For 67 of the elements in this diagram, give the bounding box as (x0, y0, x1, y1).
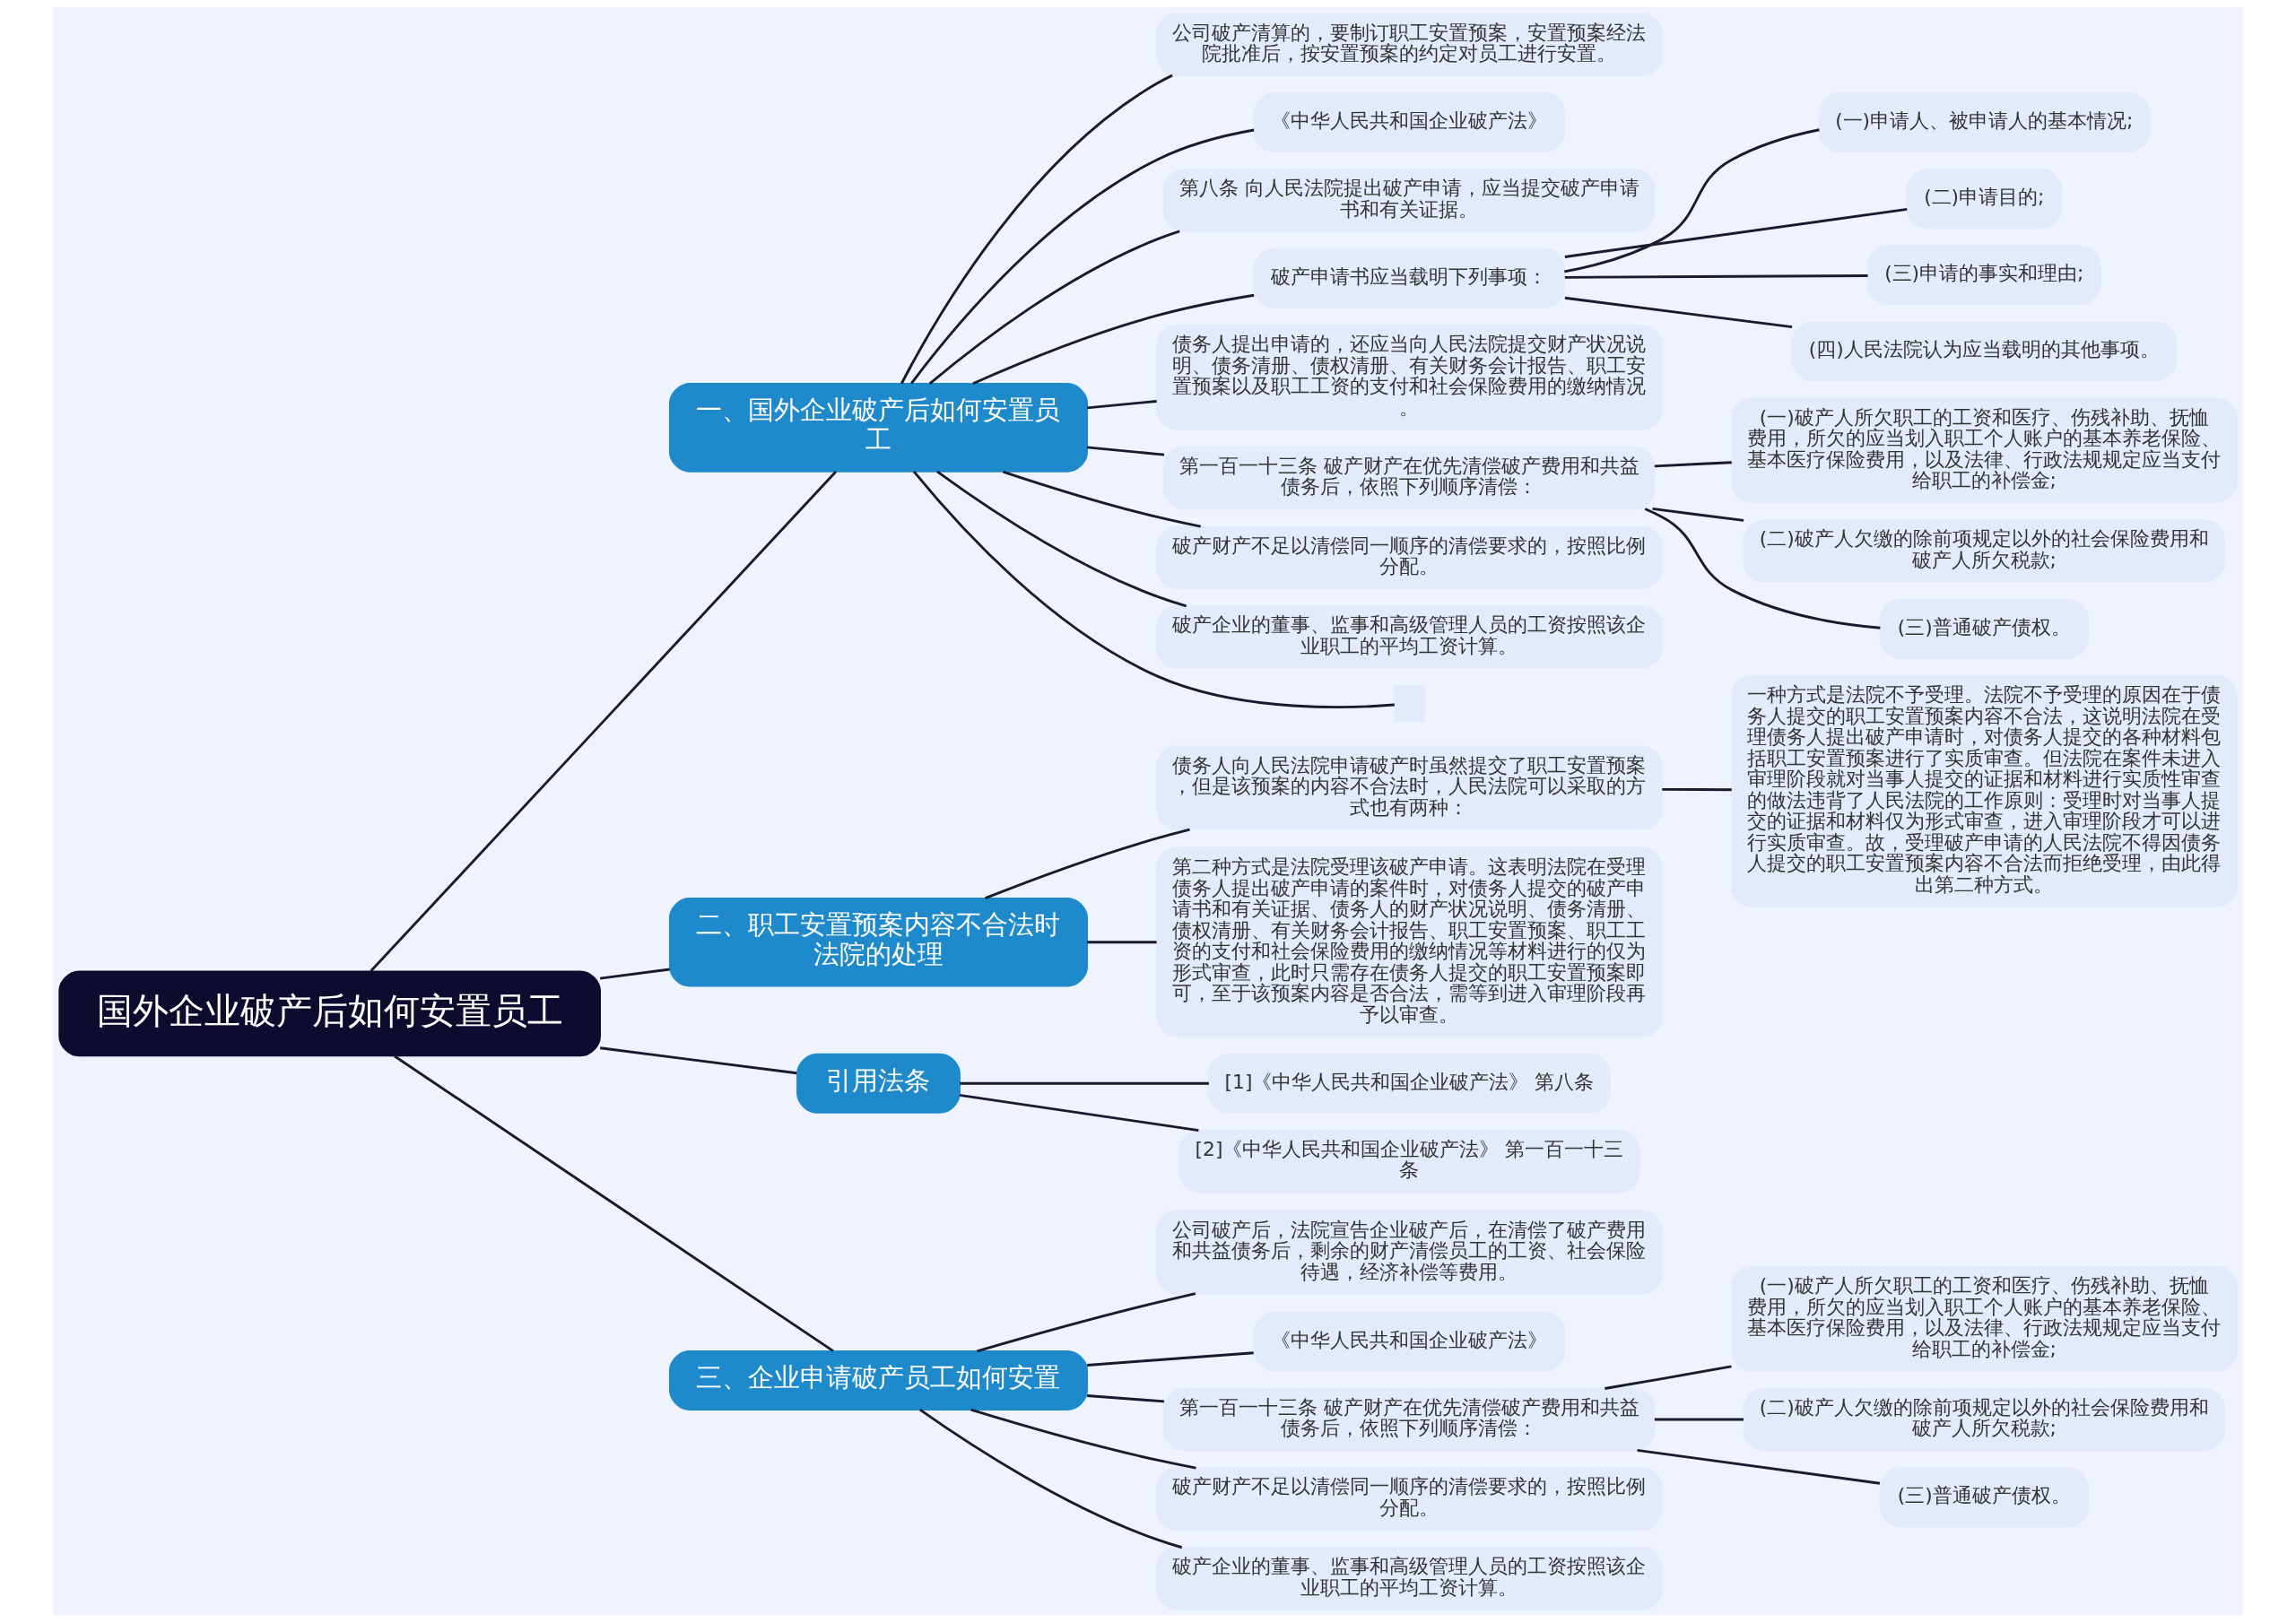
node-box: (二)申请目的; (1906, 169, 2063, 230)
connector (910, 128, 1255, 385)
node-box: 三、企业申请破产员工如何安置 (669, 1350, 1089, 1410)
connector (900, 74, 1173, 385)
connector (370, 471, 838, 972)
node-box: 第一百一十三条 破产财产在优先清偿破产费用和共益债务后，依照下列顺序清偿： (1163, 446, 1656, 510)
node-box: 二、职工安置预案内容不合法时法院的处理 (669, 897, 1089, 987)
connector (960, 1081, 1209, 1085)
node-box: (三)普通破产债权。 (1879, 1467, 2090, 1528)
connector (599, 1046, 797, 1075)
node-box: 第二种方式是法院受理该破产申请。这表明法院在受理债务人提出破产申请的案件时，对债务人提交的破产申请书和有关证据、债务人的财产状况说明、债务清册、债权清册、有关财务会计报告、职工安置预案、职工工资的支付和社会保险费用的缴纳情况等材料进行的仅为形式审查，此时只需存在债务人提交的职工安置预案即可，至于该预案内容是否合法，需等到进入审理阶段再予以审查。 (1156, 846, 1663, 1037)
connector (1564, 274, 1868, 279)
connector (1654, 1418, 1744, 1421)
node-box: (一)申请人、被申请人的基本情况; (1818, 92, 2150, 153)
connector (1002, 470, 1201, 528)
connector (912, 471, 1395, 708)
connector (985, 828, 1190, 899)
connector (1564, 128, 1820, 273)
node-box: (二)破产人欠缴的除前项规定以外的社会保险费用和破产人所欠税款; (1743, 519, 2226, 583)
connector (1087, 446, 1165, 456)
node-box: 公司破产后，法院宣告企业破产后，在清偿了破产费用和共益债务后，剩余的财产清偿员工的工资、社会保险待遇，经济补偿等费用。 (1156, 1210, 1663, 1295)
connector (972, 293, 1255, 386)
connector (959, 1093, 1199, 1133)
node-box: 《中华人民共和国企业破产法》 (1253, 1311, 1566, 1372)
node-box: 破产申请书应当载明下列事项： (1253, 247, 1566, 308)
node-box: 一、国外企业破产后如何安置员工 (669, 383, 1089, 473)
connector (394, 1055, 834, 1352)
node-box: 第八条 向人民法院提出破产申请，应当提交破产申请书和有关证据。 (1163, 169, 1656, 232)
node-box: 第一百一十三条 破产财产在优先清偿破产费用和共益债务后，依照下列顺序清偿： (1163, 1387, 1656, 1452)
node-box: [2]《中华人民共和国企业破产法》 第一百一十三条 (1178, 1129, 1640, 1193)
node-box: 《中华人民共和国企业破产法》 (1253, 92, 1566, 153)
node-box: 破产企业的董事、监事和高级管理人员的工资按照该企业职工的平均工资计算。 (1156, 1547, 1663, 1610)
connector (918, 1408, 1183, 1549)
connector (1087, 1351, 1254, 1367)
node-box: (三)申请的事实和理由; (1866, 245, 2101, 306)
connector (1605, 1365, 1732, 1390)
node-box: 破产企业的董事、监事和高级管理人员的工资按照该企业职工的平均工资计算。 (1156, 605, 1663, 669)
connector (970, 1408, 1196, 1470)
connector (1637, 1448, 1881, 1485)
node-box: (一)破产人所欠职工的工资和医疗、伤残补助、抚恤费用，所欠的应当划入职工个人账户的基本养老保险、基本医疗保险费用，以及法律、行政法规规定应当支付给职工的补偿金; (1730, 397, 2238, 504)
node-box: (一)破产人所欠职工的工资和医疗、伤残补助、抚恤费用，所欠的应当划入职工个人账户的基本养老保险、基本医疗保险费用，以及法律、行政法规规定应当支付给职工的补偿金; (1730, 1265, 2238, 1372)
node-box: 公司破产清算的，要制订职工安置预案，安置预案经法院批准后，按安置预案的约定对员工进行安置。 (1156, 13, 1663, 76)
connector (928, 230, 1180, 385)
connector (1644, 508, 1881, 629)
connector (1087, 1394, 1165, 1403)
connector (1564, 296, 1793, 329)
connector (976, 1292, 1196, 1353)
node-box: 一种方式是法院不予受理。法院不予受理的原因在于债务人提交的职工安置预案内容不合法，这说明法院在受理债务人提出破产申请时，对债务人提交的各种材料包括职工安置预案进行了实质审查。但法院在案件未进入审理阶段就对当事人提交的证据和材料进行实质性审查的做法违背了人民法院的工作原则：受理时对当事人提交的证据和材料仅为形式审查，进入审理阶段才可以进行实质审查。故，受理破产申请的人民法院不得因债务人提交的职工安置预案内容不合法而拒绝受理，由此得出第二种方式。 (1730, 674, 2238, 907)
node-box: (四)人民法院认为应当载明的其他事项。 (1791, 321, 2177, 382)
node-box: 破产财产不足以清偿同一顺序的清偿要求的，按照比例分配。 (1156, 1467, 1663, 1531)
connector (1087, 400, 1157, 410)
node-box (1394, 684, 1425, 723)
node-box: 破产财产不足以清偿同一顺序的清偿要求的，按照比例分配。 (1156, 525, 1663, 589)
node-box: (三)普通破产债权。 (1879, 598, 2090, 659)
node-box: [1]《中华人民共和国企业破产法》 第八条 (1207, 1053, 1611, 1114)
connector (1662, 787, 1732, 792)
connector (1087, 941, 1157, 944)
node-box: 国外企业破产后如何安置员工 (58, 970, 601, 1057)
node-box: 债务人提出申请的，还应当向人民法院提交财产状况说明、债务清册、债权清册、有关财务会计报告、职工安置预案以及职工工资的支付和社会保险费用的缴纳情况。 (1156, 324, 1663, 430)
connector (599, 968, 670, 980)
connector (936, 470, 1187, 608)
connector (1654, 461, 1732, 468)
node-box: (二)破产人欠缴的除前项规定以外的社会保险费用和破产人所欠税款; (1743, 1387, 2226, 1452)
node-box: 引用法条 (796, 1053, 961, 1114)
connector (1652, 508, 1744, 522)
node-box: 债务人向人民法院申请破产时虽然提交了职工安置预案，但是该预案的内容不合法时，人民法院可以采取的方式也有两种： (1156, 745, 1663, 830)
connector (1564, 207, 1908, 258)
